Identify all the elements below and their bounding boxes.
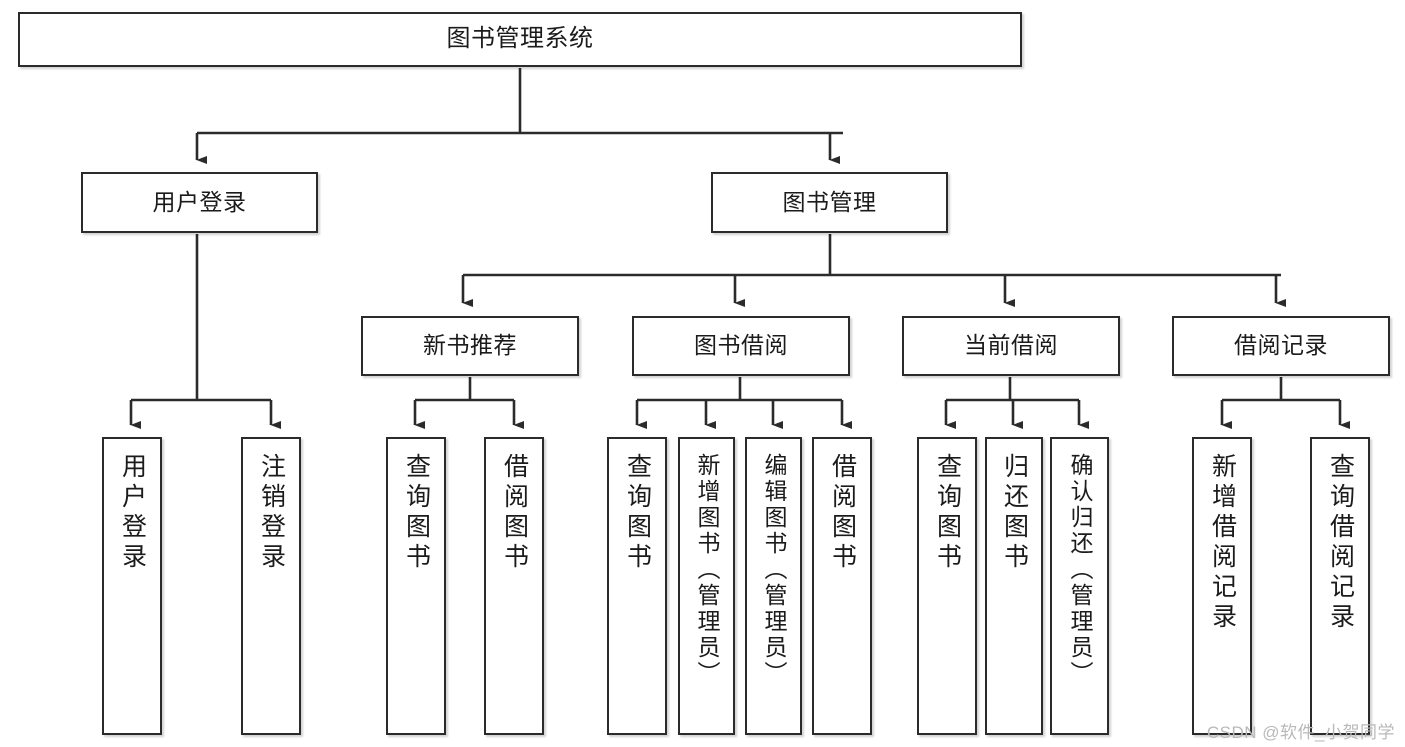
node-root[interactable]: 图书管理系统: [18, 12, 1022, 67]
node-leaf-edit-book-label: 编辑图书（管理员）: [761, 453, 787, 687]
node-leaf-query-book-2[interactable]: 查询图书: [607, 437, 667, 735]
node-leaf-query-book-1[interactable]: 查询图书: [386, 437, 446, 735]
node-borrow-record[interactable]: 借阅记录: [1172, 316, 1390, 376]
node-book-manage[interactable]: 图书管理: [711, 172, 948, 233]
node-leaf-logout[interactable]: 注销登录: [241, 437, 301, 735]
node-current-borrow[interactable]: 当前借阅: [902, 316, 1120, 376]
node-leaf-confirm-return-label: 确认归还（管理员）: [1067, 453, 1093, 687]
node-leaf-user-login-label: 用户登录: [118, 453, 147, 573]
node-user-login[interactable]: 用户登录: [81, 172, 318, 233]
node-leaf-query-book-3-label: 查询图书: [933, 453, 962, 573]
node-book-borrow-label: 图书借阅: [694, 332, 788, 359]
node-leaf-query-book-1-label: 查询图书: [402, 453, 431, 573]
node-new-book-recommend[interactable]: 新书推荐: [361, 316, 579, 376]
node-leaf-borrow-book-2[interactable]: 借阅图书: [812, 437, 872, 735]
node-user-login-label: 用户登录: [152, 188, 247, 215]
node-leaf-return-book-label: 归还图书: [1000, 453, 1029, 573]
node-leaf-borrow-book-1-label: 借阅图书: [500, 453, 529, 573]
csdn-watermark: CSDN @软件_小贺同学: [1206, 723, 1395, 742]
node-leaf-borrow-book-1[interactable]: 借阅图书: [484, 437, 544, 735]
node-book-borrow[interactable]: 图书借阅: [632, 316, 850, 376]
node-leaf-confirm-return[interactable]: 确认归还（管理员）: [1050, 437, 1109, 735]
node-leaf-logout-label: 注销登录: [257, 453, 286, 573]
node-leaf-add-book-label: 新增图书（管理员）: [694, 453, 720, 687]
node-book-manage-label: 图书管理: [782, 188, 877, 215]
node-leaf-user-login[interactable]: 用户登录: [102, 437, 162, 735]
node-root-label: 图书管理系统: [446, 25, 594, 53]
node-leaf-add-record-label: 新增借阅记录: [1208, 453, 1237, 633]
node-current-borrow-label: 当前借阅: [964, 332, 1058, 359]
node-new-book-recommend-label: 新书推荐: [423, 332, 517, 359]
node-leaf-query-record-label: 查询借阅记录: [1326, 453, 1355, 633]
node-leaf-edit-book[interactable]: 编辑图书（管理员）: [745, 437, 802, 735]
node-leaf-query-record[interactable]: 查询借阅记录: [1310, 437, 1370, 735]
node-leaf-return-book[interactable]: 归还图书: [985, 437, 1043, 735]
node-leaf-add-book[interactable]: 新增图书（管理员）: [678, 437, 735, 735]
node-leaf-borrow-book-2-label: 借阅图书: [828, 453, 857, 573]
node-borrow-record-label: 借阅记录: [1234, 332, 1328, 359]
node-leaf-add-record[interactable]: 新增借阅记录: [1192, 437, 1252, 735]
node-leaf-query-book-3[interactable]: 查询图书: [917, 437, 977, 735]
node-leaf-query-book-2-label: 查询图书: [623, 453, 652, 573]
